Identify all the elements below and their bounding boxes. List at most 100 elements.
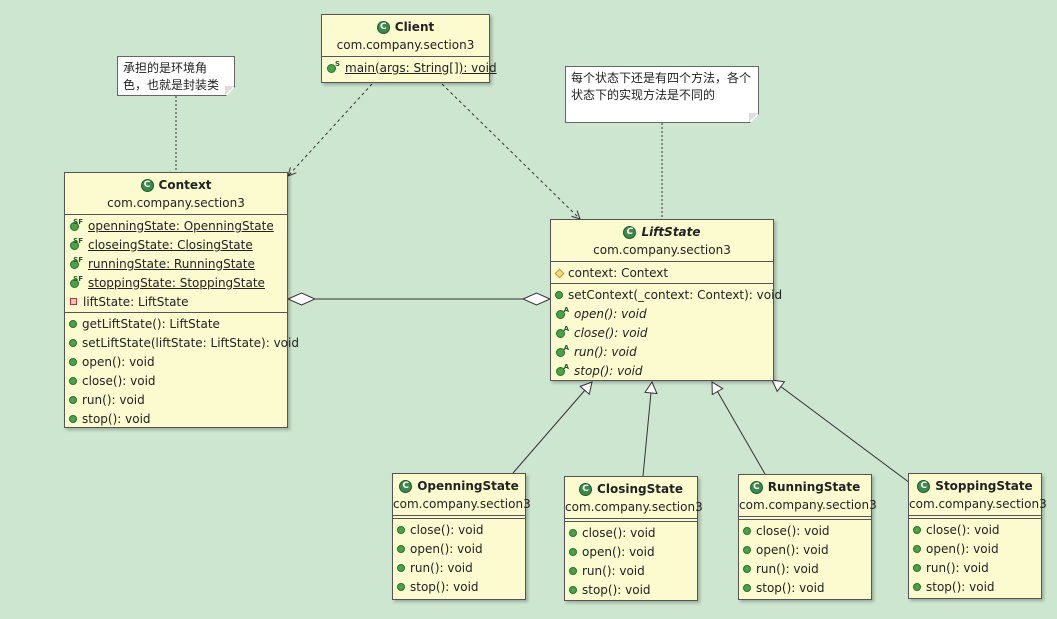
member-text: run(): void xyxy=(574,344,637,359)
member-row[interactable]: open(): void xyxy=(65,352,287,371)
member-text: run(): void xyxy=(756,561,819,576)
member-row[interactable]: stop(): void xyxy=(909,577,1041,596)
class-package: com.company.section3 xyxy=(909,497,1047,511)
member-text: main(args: String[]): void xyxy=(345,60,497,75)
member-text: setContext(_context: Context): void xyxy=(568,287,783,302)
member-text: stop(): void xyxy=(410,579,479,594)
class-name: RunningState xyxy=(767,480,861,494)
class-icon: C xyxy=(399,479,413,493)
member-row[interactable]: stop(): void xyxy=(393,577,525,596)
member-row[interactable]: run(): void xyxy=(909,558,1041,577)
member-text: setLiftState(liftState: LiftState): void xyxy=(82,335,299,350)
class-package: com.company.section3 xyxy=(739,498,877,512)
class-name: ClosingState xyxy=(597,482,683,496)
public-method-icon xyxy=(69,357,77,366)
member-row[interactable]: setContext(_context: Context): void xyxy=(551,285,782,304)
member-text: stop(): void xyxy=(926,579,995,594)
class-icon: C xyxy=(917,479,931,493)
abstract-method-icon: A xyxy=(555,306,569,321)
class-name: Context xyxy=(158,178,212,192)
class-icon: C xyxy=(376,20,390,34)
member-row[interactable]: getLiftState(): LiftState xyxy=(65,314,287,333)
member-row[interactable]: setLiftState(liftState: LiftState): void xyxy=(65,333,299,352)
public-method-icon xyxy=(913,582,921,591)
public-method-icon xyxy=(743,526,751,535)
fields-section xyxy=(739,517,871,520)
member-row[interactable]: open(): void xyxy=(565,542,697,561)
note-liftstate-text: 每个状态下还是有四个方法，各个状态下的实现方法是不同的 xyxy=(571,71,752,102)
fields-section xyxy=(393,516,525,519)
member-row[interactable]: run(): void xyxy=(565,561,697,580)
member-row[interactable]: close(): void xyxy=(565,523,697,542)
member-row[interactable]: close(): void xyxy=(739,521,871,540)
generalization-openning xyxy=(512,381,593,474)
public-method-icon xyxy=(913,563,921,572)
member-text: close(): void xyxy=(82,373,156,388)
class-name: StoppingState xyxy=(935,479,1033,493)
aggregation-diamond-context xyxy=(286,292,317,306)
class-package: com.company.section3 xyxy=(336,38,475,52)
public-method-icon xyxy=(69,414,77,423)
class-package: com.company.section3 xyxy=(393,497,531,511)
public-method-icon xyxy=(69,376,77,385)
member-row[interactable]: open(): void xyxy=(739,540,871,559)
generalization-running xyxy=(711,381,766,475)
class-package: com.company.section3 xyxy=(107,196,245,210)
member-text: close(): void xyxy=(574,325,648,340)
class-runningstate[interactable]: C RunningState com.company.section3 close… xyxy=(738,474,877,600)
class-openningstate[interactable]: C OpenningState com.company.section3 clos… xyxy=(392,473,531,600)
member-row[interactable]: run(): void xyxy=(393,558,525,577)
class-stoppingstate[interactable]: C StoppingState com.company.section3 clos… xyxy=(908,473,1047,599)
public-method-icon xyxy=(397,544,405,553)
member-row[interactable]: run(): void xyxy=(739,559,871,578)
class-package: com.company.section3 xyxy=(565,500,703,514)
abstract-class-icon: C xyxy=(623,225,637,239)
member-row[interactable]: open(): void xyxy=(393,539,525,558)
member-text: run(): void xyxy=(582,563,645,578)
member-row[interactable]: open(): void xyxy=(909,539,1041,558)
member-row[interactable]: close(): void xyxy=(393,520,525,539)
member-text: open(): void xyxy=(756,542,829,557)
protected-field-icon xyxy=(555,269,563,277)
aggregation-diamond-liftstate xyxy=(521,292,552,306)
member-text: open(): void xyxy=(410,541,483,556)
static-final-field-icon: SF xyxy=(69,256,83,271)
class-name: OpenningState xyxy=(417,479,519,493)
member-row[interactable]: liftState: LiftState xyxy=(65,292,287,311)
member-row[interactable]: context: Context xyxy=(551,263,773,282)
member-row[interactable]: run(): void xyxy=(65,390,287,409)
abstract-method-icon: A xyxy=(555,363,569,378)
member-text: context: Context xyxy=(568,265,669,280)
member-row[interactable]: stop(): void xyxy=(65,409,287,428)
member-text: open(): void xyxy=(926,541,999,556)
member-row[interactable]: stop(): void xyxy=(565,580,697,599)
public-method-icon xyxy=(743,583,751,592)
member-text: close(): void xyxy=(926,522,1000,537)
member-row[interactable]: close(): void xyxy=(65,371,287,390)
public-method-icon xyxy=(69,319,77,328)
class-icon: C xyxy=(749,480,763,494)
member-text: close(): void xyxy=(582,525,656,540)
static-final-field-icon: SF xyxy=(69,218,83,233)
public-method-icon xyxy=(397,582,405,591)
member-row[interactable]: stop(): void xyxy=(739,578,871,597)
public-method-icon xyxy=(69,338,77,347)
member-row[interactable]: close(): void xyxy=(909,520,1041,539)
public-method-icon xyxy=(743,545,751,554)
class-header: C OpenningState com.company.section3 xyxy=(393,474,531,516)
fields-section xyxy=(909,516,1041,519)
